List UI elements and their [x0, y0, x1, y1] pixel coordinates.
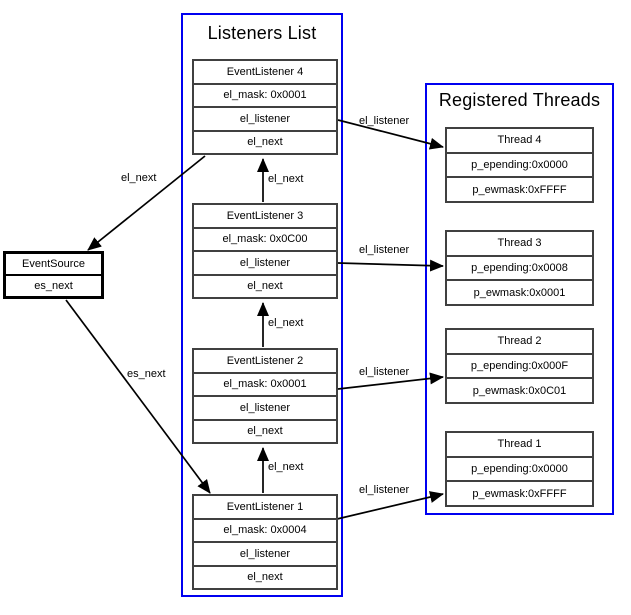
thread-1-field-p-ewmask: p_ewmask:0xFFFF [447, 480, 592, 505]
thread-4-title: Thread 4 [497, 134, 542, 147]
thread-4-field-p-ewmask: p_ewmask:0xFFFF [447, 176, 592, 201]
registered-threads-container: Registered Threads [425, 83, 614, 515]
thread-3-title: Thread 3 [497, 237, 542, 250]
event-listener-2-title: EventListener 2 [226, 354, 304, 367]
event-listener-3-field-el-mask: el_mask: 0x0C00 [194, 226, 336, 251]
listeners-list-container: Listeners List [181, 13, 343, 597]
edge-label-el4-to-eventsource: el_next [121, 172, 157, 184]
thread-1-field-p-epending: p_epending:0x0000 [447, 455, 592, 481]
event-listener-2-field-el-next: el_next [194, 418, 336, 443]
event-listener-4-field-el-listener: el_listener [194, 106, 336, 130]
thread-4-field-p-epending: p_epending:0x0000 [447, 151, 592, 177]
event-listener-1-field-el-listener: el_listener [194, 541, 336, 565]
thread-3-box: Thread 3 p_epending:0x0008 p_ewmask:0x00… [445, 230, 594, 306]
event-listener-4-field-el-next: el_next [194, 129, 336, 154]
event-listener-2-field-el-mask: el_mask: 0x0001 [194, 371, 336, 396]
edge-label-el3-to-el4: el_next [268, 173, 304, 185]
edge-label-el4-to-thread4: el_listener [359, 115, 410, 127]
thread-1-title: Thread 1 [497, 438, 542, 451]
event-listener-3-box: EventListener 3 el_mask: 0x0C00 el_liste… [192, 203, 338, 299]
edge-eventsource-to-el1-arrow [65, 299, 211, 494]
event-source-box: EventSource es_next [3, 251, 104, 299]
event-listener-3-field-el-listener: el_listener [194, 250, 336, 274]
thread-1-box: Thread 1 p_epending:0x0000 p_ewmask:0xFF… [445, 431, 594, 507]
event-listener-4-field-el-mask: el_mask: 0x0001 [194, 82, 336, 107]
event-source-field-es-next: es_next [6, 274, 101, 296]
event-listener-4-box: EventListener 4 el_mask: 0x0001 el_liste… [192, 59, 338, 155]
thread-2-box: Thread 2 p_epending:0x000F p_ewmask:0x0C… [445, 328, 594, 404]
registered-threads-title: Registered Threads [438, 90, 601, 110]
edge-el3-to-thread3-arrow [337, 259, 444, 272]
edge-el2-to-thread2-arrow [337, 372, 444, 390]
thread-3-field-p-ewmask: p_ewmask:0x0001 [447, 279, 592, 304]
edge-label-el2-to-el3: el_next [268, 317, 304, 329]
edge-label-eventsource-to-el1: es_next [127, 368, 166, 380]
event-listener-2-box: EventListener 2 el_mask: 0x0001 el_liste… [192, 348, 338, 444]
thread-2-field-p-epending: p_epending:0x000F [447, 352, 592, 378]
event-listener-3-field-el-next: el_next [194, 273, 336, 298]
thread-2-field-p-ewmask: p_ewmask:0x0C01 [447, 377, 592, 402]
event-source-title: EventSource [22, 258, 85, 270]
event-listener-1-field-el-next: el_next [194, 564, 336, 589]
edge-label-el3-to-thread3: el_listener [359, 244, 410, 256]
event-listener-4-title: EventListener 4 [226, 65, 304, 78]
thread-4-box: Thread 4 p_epending:0x0000 p_ewmask:0xFF… [445, 127, 594, 203]
thread-3-field-p-epending: p_epending:0x0008 [447, 254, 592, 280]
listeners-list-title: Listeners List [207, 23, 317, 43]
edge-el4-to-thread4-arrow [337, 119, 444, 150]
thread-2-title: Thread 2 [497, 335, 542, 348]
event-listener-1-field-el-mask: el_mask: 0x0004 [194, 517, 336, 542]
event-listener-1-title: EventListener 1 [226, 500, 304, 513]
edge-label-el1-to-thread1: el_listener [359, 484, 410, 496]
edge-el4-to-eventsource-arrow [87, 155, 206, 251]
edge-el1-to-thread1-arrow [336, 491, 444, 520]
event-listener-3-title: EventListener 3 [226, 209, 304, 222]
edge-label-el1-to-el2: el_next [268, 461, 304, 473]
event-listener-1-box: EventListener 1 el_mask: 0x0004 el_liste… [192, 494, 338, 590]
event-listener-2-field-el-listener: el_listener [194, 395, 336, 419]
edge-label-el2-to-thread2: el_listener [359, 366, 410, 378]
